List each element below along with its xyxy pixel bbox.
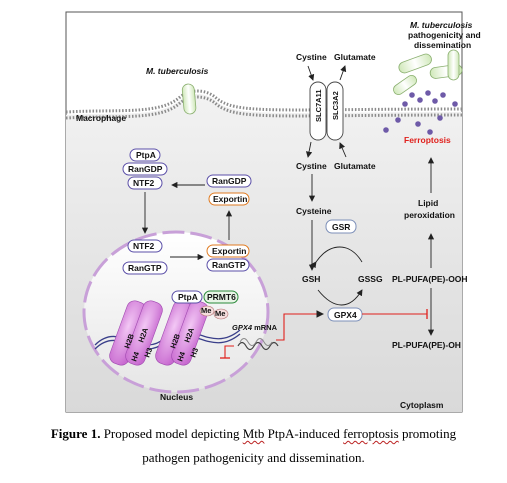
cysteine-label: Cysteine bbox=[296, 206, 332, 216]
glutamate-out-label: Glutamate bbox=[334, 161, 376, 171]
mtb-top-label: M. tuberculosis bbox=[146, 66, 209, 76]
ptpa-nuc-box bbox=[171, 290, 203, 304]
ntf2-box bbox=[127, 176, 163, 190]
gpx4-mrna-label: GPX4 mRNA bbox=[232, 323, 278, 332]
peroxidation-label: peroxidation bbox=[404, 210, 455, 220]
ntf2-nuc-label: NTF2 bbox=[133, 241, 155, 251]
cytoplasm-label: Cytoplasm bbox=[400, 400, 444, 410]
mrna-wave-icon bbox=[237, 341, 279, 351]
ferroptosis-label: Ferroptosis bbox=[404, 135, 451, 145]
slc3a2-label: SLC3A2 bbox=[331, 91, 340, 120]
ntf2-label: NTF2 bbox=[133, 178, 155, 188]
ptpa-box bbox=[129, 148, 161, 162]
gsh-label: GSH bbox=[302, 274, 320, 284]
me2-icon bbox=[213, 308, 229, 320]
me1-icon bbox=[199, 305, 215, 317]
ntf2-nuc-box bbox=[127, 239, 163, 253]
me1-label: Me bbox=[201, 306, 211, 315]
cystine-in-label: Cystine bbox=[296, 161, 327, 171]
slc7a11-label: SLC7A11 bbox=[314, 89, 323, 122]
exportin-label: Exportin bbox=[213, 194, 247, 204]
nucleosome-icon bbox=[94, 300, 241, 366]
released-mtb-group bbox=[383, 49, 463, 135]
ferroptosis-model-diagram: M. tuberculosis M. tuberculosis pathogen… bbox=[65, 11, 481, 413]
rangtp-right-label: RanGTP bbox=[212, 260, 246, 270]
cell-membrane-outer bbox=[65, 89, 463, 114]
caption-line1: Figure 1. Proposed model depicting Mtb P… bbox=[50, 426, 457, 441]
exportin-box bbox=[208, 192, 250, 206]
pl-ooh-label: PL-PUFA(PE)-OOH bbox=[392, 274, 468, 284]
rangdp-right-box bbox=[206, 174, 252, 188]
rangtp-nuc-box bbox=[122, 261, 168, 275]
gssg-label: GSSG bbox=[358, 274, 383, 284]
rangdp-right-label: RanGDP bbox=[212, 176, 247, 186]
mtb-bacillus-icon bbox=[181, 83, 197, 115]
gsr-label: GSR bbox=[332, 222, 350, 232]
mtb-pathogenicity-line3: dissemination bbox=[414, 40, 471, 50]
prmt6-label: PRMT6 bbox=[207, 292, 236, 302]
me2-label: Me bbox=[215, 309, 225, 318]
mtb-pathogenicity-line2: pathogenicity and bbox=[408, 30, 481, 40]
h4-1-label: H4 bbox=[129, 350, 141, 363]
prmt6-box bbox=[203, 290, 239, 304]
ptpa-nuc-label: PtpA bbox=[178, 292, 198, 302]
h3-1-label: H3 bbox=[142, 347, 154, 359]
macrophage-label: Macrophage bbox=[76, 113, 126, 123]
rangdp-label: RanGDP bbox=[128, 164, 163, 174]
rangtp-right-box bbox=[206, 258, 250, 272]
cell-membrane-inner bbox=[65, 95, 463, 120]
rangdp-box bbox=[122, 162, 168, 176]
exportin-nuc-label: Exportin bbox=[212, 246, 246, 256]
h3-2-label: H3 bbox=[188, 347, 200, 359]
glutamate-top-label: Glutamate bbox=[334, 52, 376, 62]
gpx4-label: GPX4 bbox=[334, 310, 357, 320]
cystine-top-label: Cystine bbox=[296, 52, 327, 62]
exportin-nuc-box bbox=[206, 244, 250, 258]
h4-2-label: H4 bbox=[175, 350, 187, 363]
slc-transporter bbox=[309, 81, 344, 141]
lipid-label: Lipid bbox=[418, 198, 438, 208]
nucleus-label: Nucleus bbox=[160, 392, 193, 402]
pl-oh-label: PL-PUFA(PE)-OH bbox=[392, 340, 461, 350]
rangtp-nuc-label: RanGTP bbox=[128, 263, 162, 273]
mtb-pathogenicity-line1: M. tuberculosis bbox=[410, 20, 473, 30]
ptpa-label: PtpA bbox=[136, 150, 156, 160]
gsr-box bbox=[325, 219, 357, 234]
caption-line2: pathogen pathogenicity and dissemination… bbox=[142, 450, 365, 465]
